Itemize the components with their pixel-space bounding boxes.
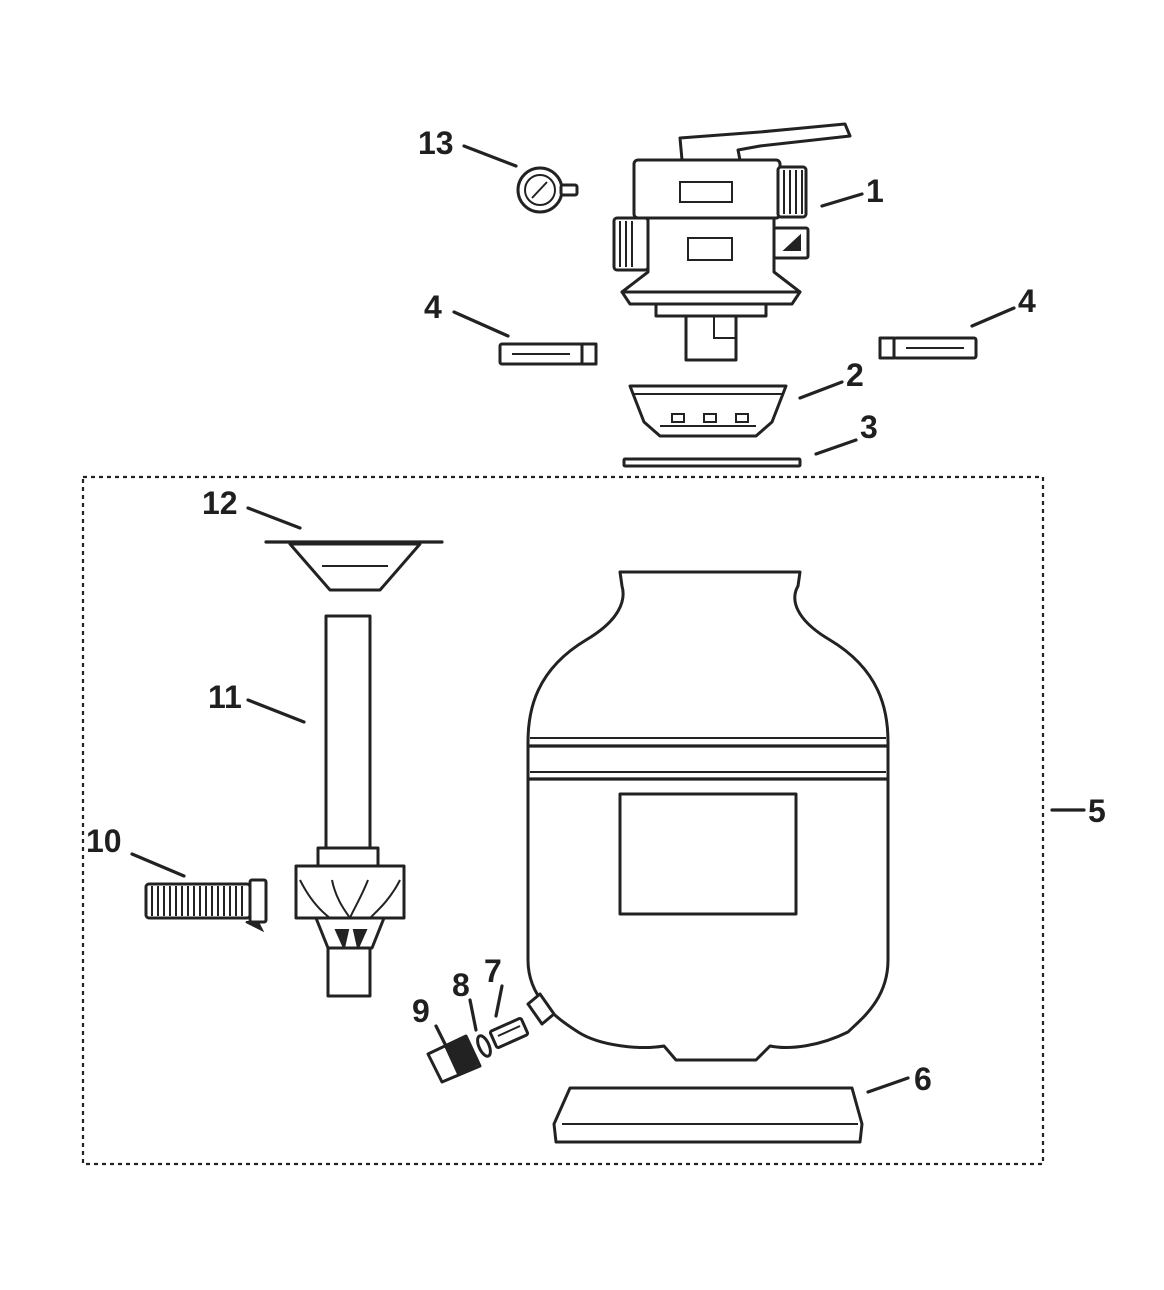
- tank-assembly-boundary: [81, 475, 1045, 1166]
- drain-plug: [488, 1017, 530, 1049]
- callout-6: 6: [914, 1061, 932, 1097]
- deflector-funnel: [264, 540, 444, 592]
- tank-label-panel: [618, 792, 798, 916]
- union-fitting-left: [498, 342, 598, 366]
- tank-base: [552, 1086, 864, 1144]
- callout-12: 12: [202, 485, 238, 521]
- callout-2: 2: [846, 357, 864, 393]
- callout-8: 8: [452, 967, 470, 1003]
- drain-cap: [426, 1034, 482, 1084]
- callout-13: 13: [418, 125, 454, 161]
- callout-5: 5: [1088, 793, 1106, 829]
- callout-7: 7: [484, 953, 502, 989]
- callout-11: 11: [208, 679, 242, 715]
- filter-tank: [526, 570, 890, 1062]
- callout-4-right: 4: [1018, 283, 1036, 319]
- callout-9: 9: [412, 993, 430, 1029]
- callout-10: 10: [86, 823, 122, 859]
- tank-gasket: [622, 457, 802, 468]
- diffuser-basket: [628, 384, 788, 438]
- callout-3: 3: [860, 409, 878, 445]
- multiport-valve: [612, 122, 852, 362]
- lateral-tube: [144, 878, 268, 933]
- leader-lines: [130, 144, 1086, 1094]
- callout-1: 1: [866, 173, 884, 209]
- standpipe-lateral-assembly: [294, 614, 406, 998]
- callout-4-left: 4: [424, 289, 442, 325]
- drain-o-ring: [476, 1034, 492, 1058]
- pressure-gauge: [516, 166, 579, 214]
- union-fitting-right: [878, 336, 978, 360]
